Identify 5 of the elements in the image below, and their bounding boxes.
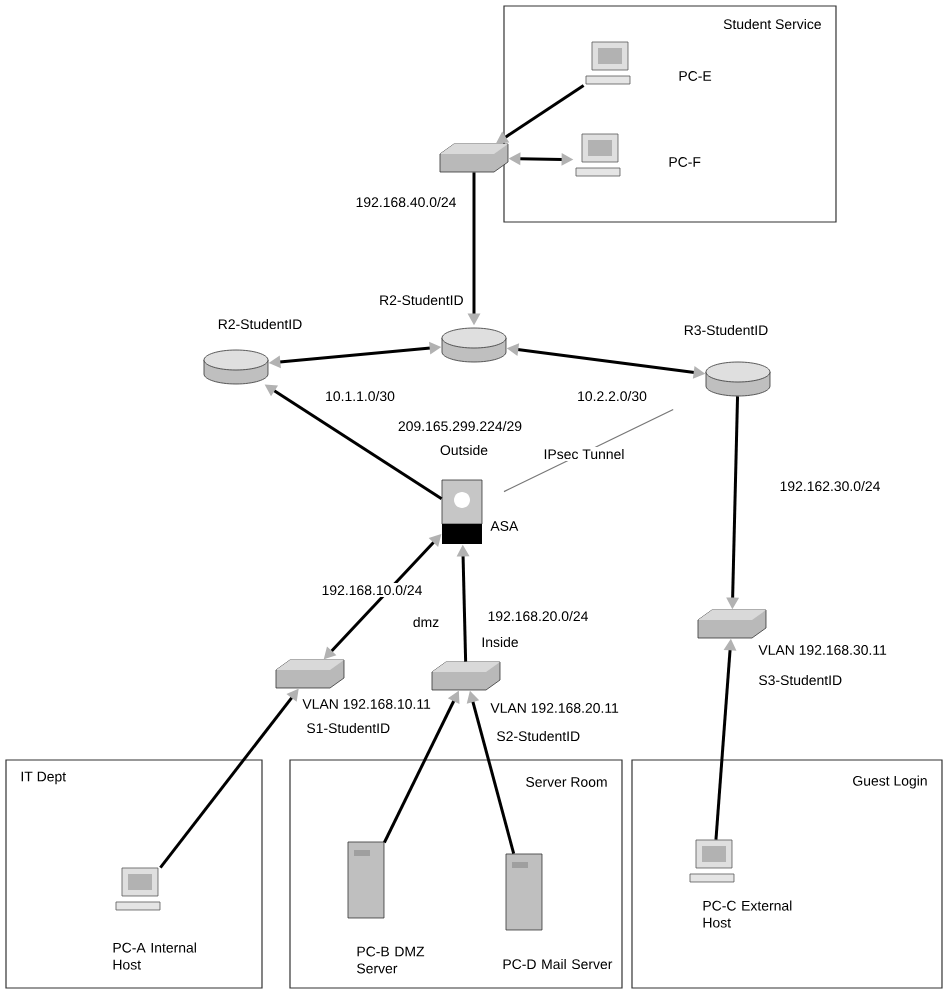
area-frame (289, 759, 623, 989)
area-frame (5, 759, 263, 989)
area-frame (503, 5, 837, 223)
switch-icon (439, 143, 509, 173)
area-frame (631, 759, 943, 989)
